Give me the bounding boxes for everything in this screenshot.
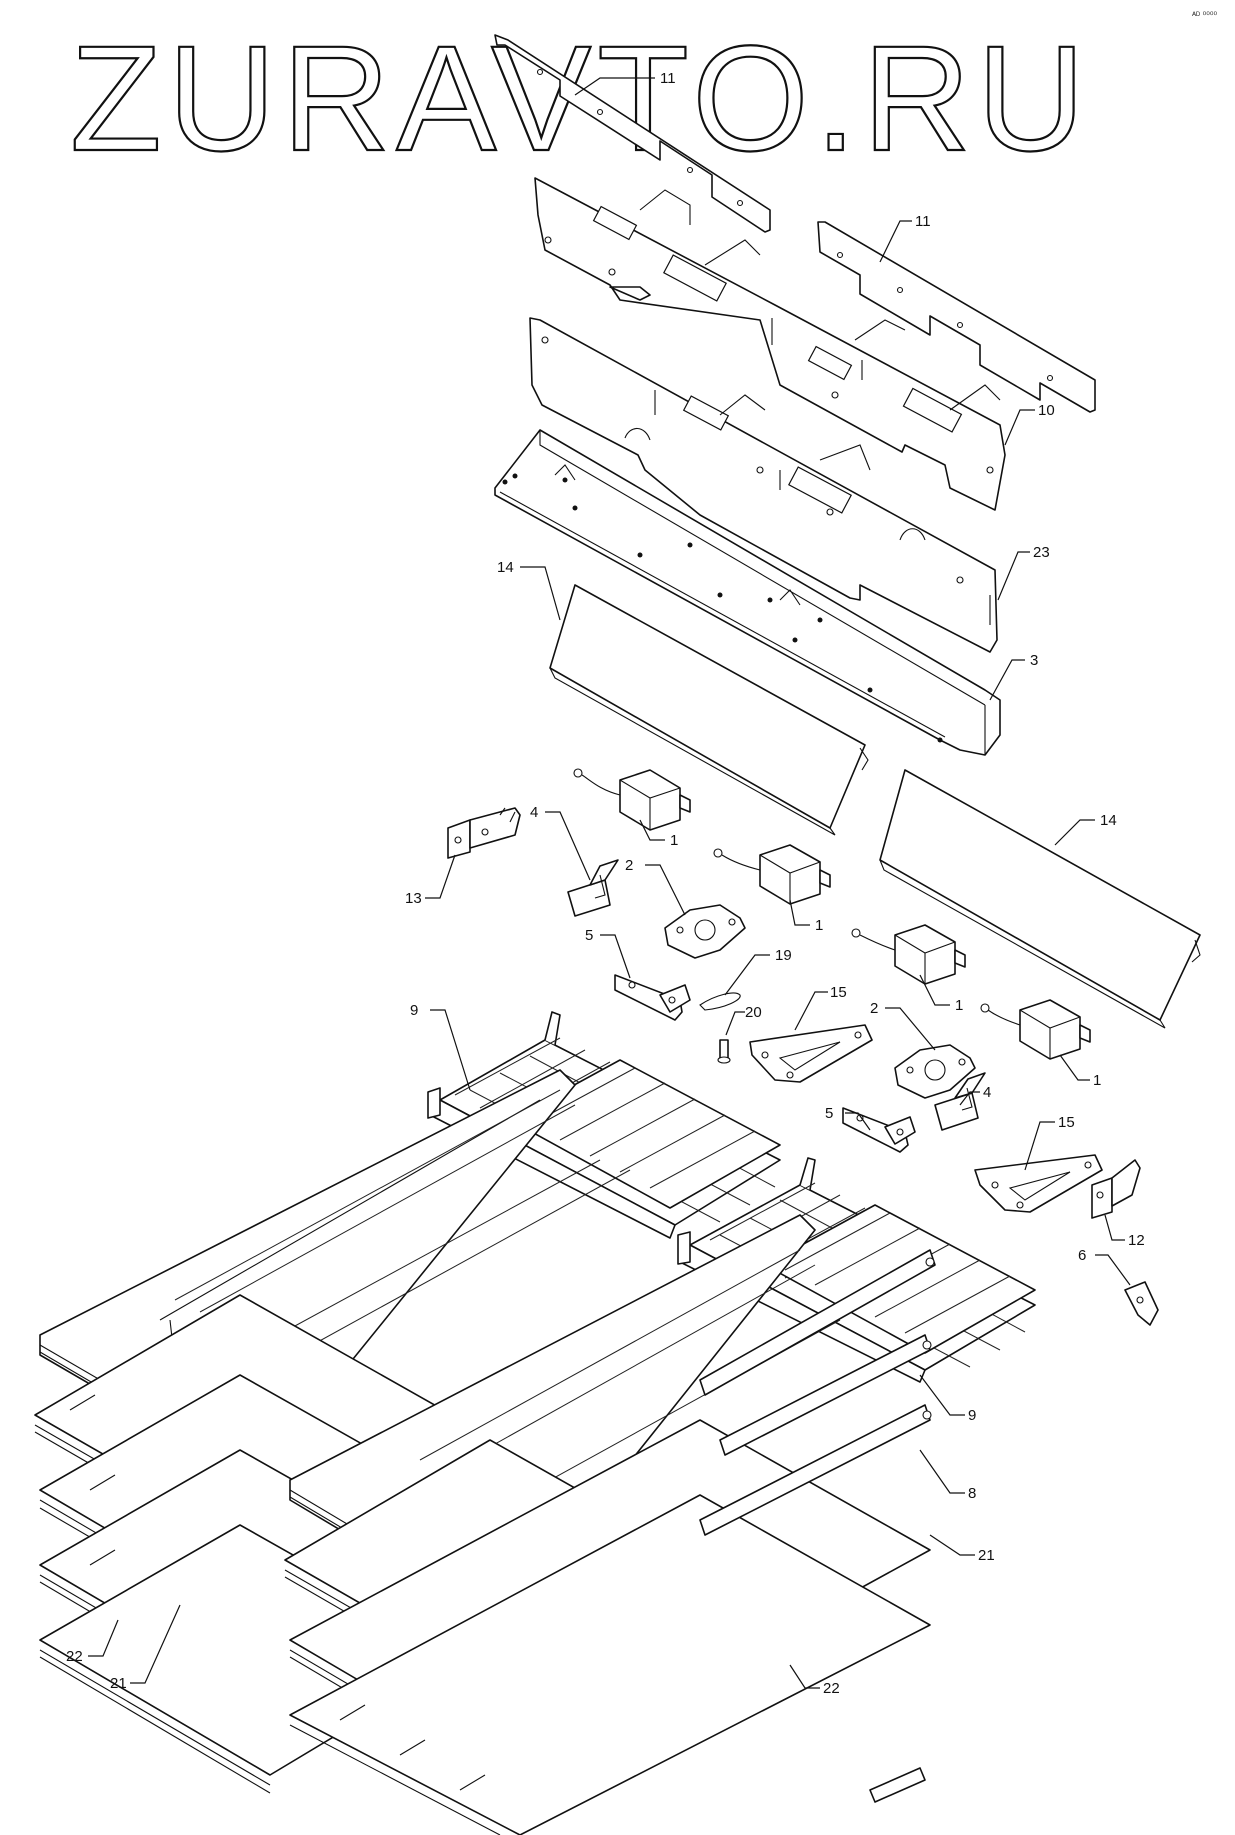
part-11-right-strip — [817, 221, 1096, 413]
callout-5-left: 5 — [585, 927, 593, 944]
corner-mark: ᴬᴰ ⁰⁰⁰⁰ — [1191, 10, 1217, 20]
callout-22-right: 22 — [823, 1680, 840, 1697]
callout-11-right: 11 — [915, 213, 931, 230]
channel-bolts — [502, 473, 943, 743]
part-4-bracket-right — [934, 1072, 986, 1131]
callout-14-right: 14 — [1100, 812, 1117, 829]
part-13-bracket — [447, 807, 521, 859]
callout-1-a: 1 — [670, 832, 678, 849]
part-10-upper-plate — [534, 177, 1006, 511]
part-15-gusset-right — [974, 1154, 1103, 1213]
part-1-actuator-a — [573, 768, 691, 831]
callout-14-left: 14 — [497, 559, 514, 576]
callout-5-right: 5 — [825, 1105, 833, 1122]
part-1-actuator-d — [980, 999, 1091, 1060]
callout-15-right: 15 — [1058, 1114, 1075, 1131]
callout-1-b: 1 — [815, 917, 823, 934]
part-3-angle-channel — [494, 429, 1001, 756]
callout-22-left: 22 — [66, 1648, 83, 1665]
part-1-actuator-c — [851, 924, 966, 985]
part-19-clip — [699, 992, 741, 1011]
callout-21-left: 21 — [110, 1675, 127, 1692]
callout-11-top: 11 — [660, 70, 676, 87]
part-5-latch-left — [614, 974, 691, 1021]
part-1-actuator-b — [713, 844, 831, 905]
part-4-bracket-left — [567, 859, 619, 917]
callout-4-left: 4 — [530, 804, 538, 821]
leader-lines — [88, 77, 1131, 1689]
callout-2-right: 2 — [870, 1000, 878, 1017]
part-14-right-deflector — [879, 769, 1201, 1029]
part-14-left-deflector — [549, 584, 869, 836]
callout-20: 20 — [745, 1004, 762, 1021]
part-23-middle-plate — [529, 317, 998, 653]
callout-1-d: 1 — [1093, 1072, 1101, 1089]
callout-9-right: 9 — [968, 1407, 976, 1424]
callout-13: 13 — [405, 890, 422, 907]
callout-4-right: 4 — [983, 1084, 991, 1101]
part-5-latch-right — [842, 1107, 916, 1153]
callout-10: 10 — [1038, 402, 1055, 419]
callout-2-left: 2 — [625, 857, 633, 874]
right-frame-stack — [284, 1214, 936, 1835]
callout-8: 8 — [968, 1485, 976, 1502]
callout-labels: 11 11 10 23 14 3 14 1 4 13 2 1 5 19 1 2 … — [66, 70, 1145, 1697]
callout-23: 23 — [1033, 544, 1050, 561]
callout-12: 12 — [1128, 1232, 1145, 1249]
part-11-top-strip — [494, 34, 771, 233]
callout-6: 6 — [1078, 1247, 1086, 1264]
callout-19: 19 — [775, 947, 792, 964]
part-15-gusset-left — [749, 1024, 873, 1083]
part-20-pin — [717, 1039, 731, 1064]
callout-3: 3 — [1030, 652, 1038, 669]
callout-9-left: 9 — [410, 1002, 418, 1019]
part-2-flange-right — [894, 1044, 976, 1099]
part-12-bracket — [1091, 1159, 1141, 1219]
part-6-bracket — [1124, 1281, 1159, 1326]
callout-15-left: 15 — [830, 984, 847, 1001]
callout-21-right: 21 — [978, 1547, 995, 1564]
callout-1-c: 1 — [955, 997, 963, 1014]
part-2-flange-left — [664, 904, 746, 959]
